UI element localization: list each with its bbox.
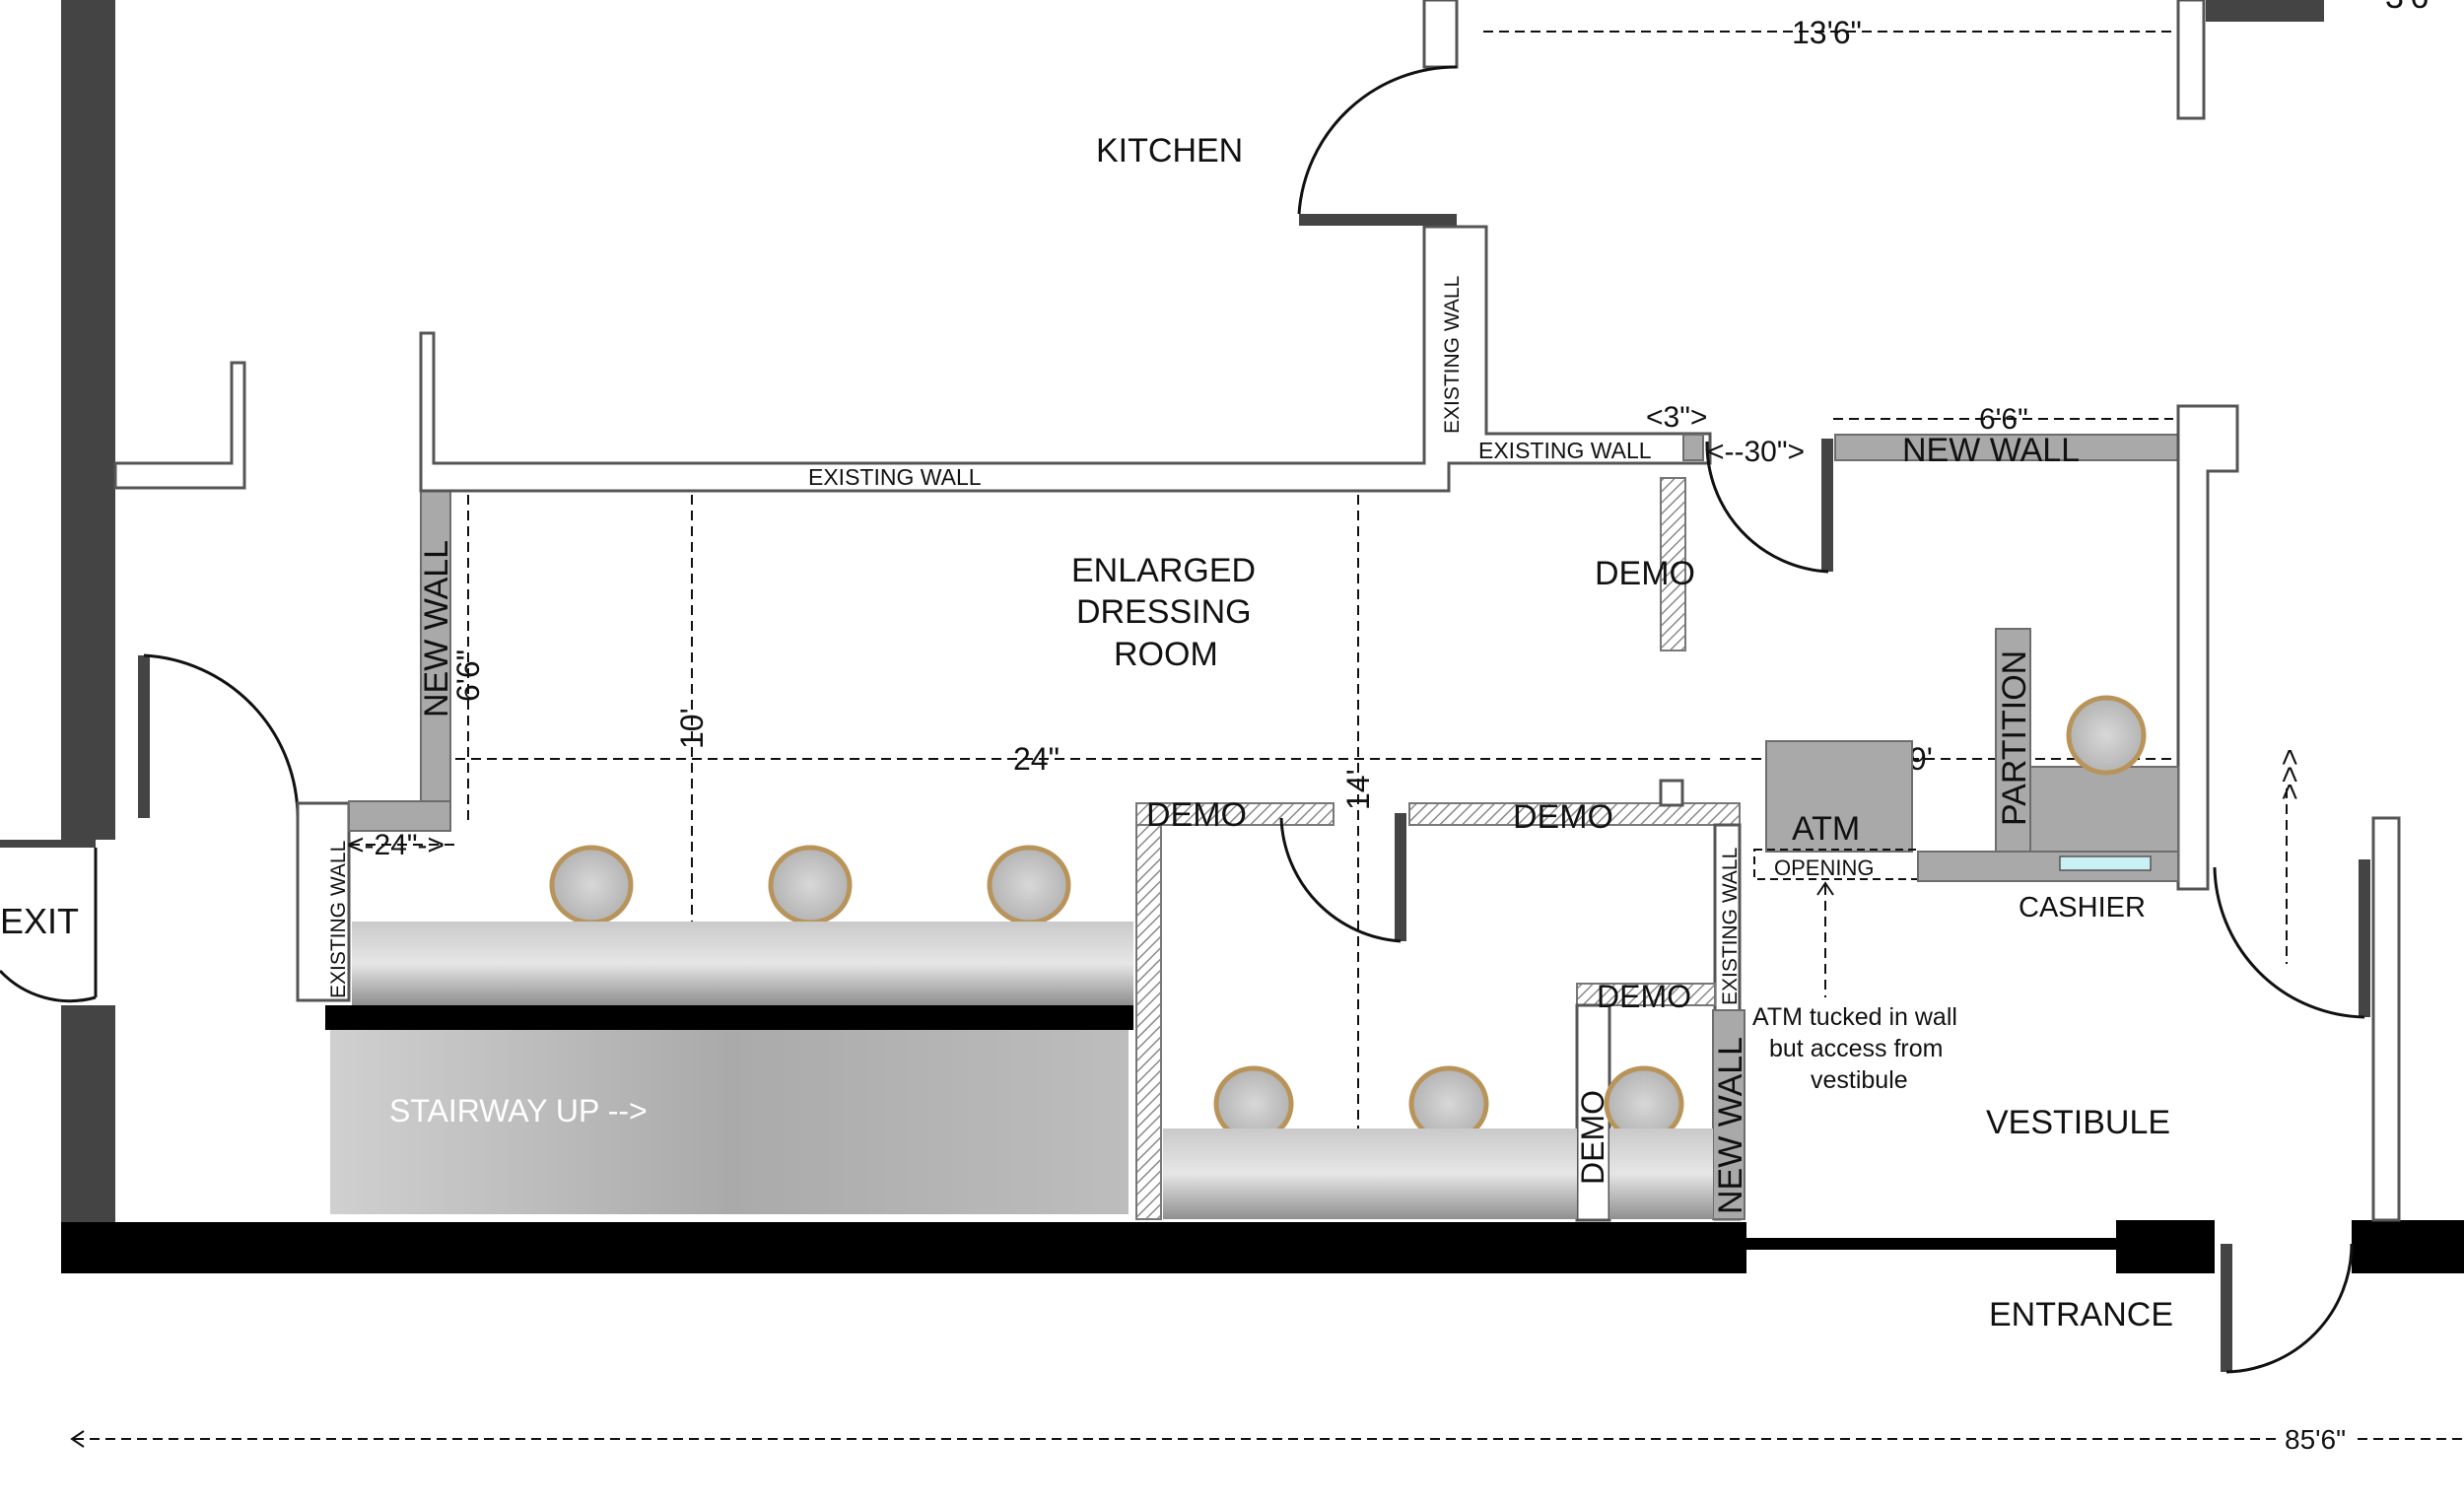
kitchen-door-leaf — [1299, 214, 1457, 226]
new-wall-label-right: NEW WALL — [1712, 1037, 1749, 1214]
demo-label-2: DEMO — [1513, 798, 1613, 836]
wall-stub-3in — [1682, 434, 1704, 461]
door-30in-leaf — [1821, 439, 1833, 572]
dim-30in: <--30"> — [1707, 436, 1805, 468]
dim-6-6-top: 6'6" — [1979, 403, 2028, 436]
stairway-label: STAIRWAY UP --> — [389, 1093, 648, 1128]
right-wall-vestibule — [2371, 816, 2401, 1222]
dim-arrow-up: >>> — [2274, 748, 2306, 800]
dim-14ft: 14' — [1340, 769, 1376, 810]
door-30in-swing — [1705, 441, 1829, 574]
existing-wall-label-right-vertical: EXISTING WALL — [1719, 848, 1742, 1005]
room-label-line1: ENLARGED — [1071, 552, 1256, 589]
dim-overall: 85'6" — [2285, 1424, 2346, 1455]
exterior-wall-bottom — [61, 1222, 1746, 1273]
demo-label-3: DEMO — [1597, 979, 1691, 1014]
partition — [1995, 628, 2031, 853]
demo-wall-top-right — [1408, 802, 1741, 826]
stairway — [330, 1030, 1129, 1214]
cashier-screen — [2059, 855, 2152, 871]
existing-wall-vertical-left — [296, 801, 351, 1002]
top-right-partial-label: 3'6 — [2385, 0, 2429, 16]
top-right-block — [2206, 0, 2324, 22]
demo-hatch-upper — [1660, 477, 1686, 651]
exterior-wall-left-upper — [61, 0, 115, 840]
entrance-pier-left — [2116, 1220, 2215, 1273]
dim-9ft: 9' — [1909, 741, 1933, 777]
atm-opening — [1753, 849, 1919, 880]
entrance-label: ENTRANCE — [1989, 1296, 2173, 1333]
atm-note-line3: vestibule — [1811, 1066, 1908, 1094]
storefront-line — [1746, 1238, 2116, 1250]
stool-1 — [549, 845, 634, 925]
bench-middle-right — [1609, 1128, 1713, 1219]
vestibule-label: VESTIBULE — [1986, 1104, 2170, 1141]
kitchen-door-swing — [1297, 65, 1458, 215]
dim-6-6-left: 6'6" — [450, 649, 486, 702]
atm-box — [1765, 740, 1913, 853]
atm-note-line1: ATM tucked in wall — [1752, 1003, 1957, 1031]
middle-door-swing — [1279, 817, 1402, 943]
new-wall-label-left: NEW WALL — [418, 540, 455, 718]
left-room-wall — [113, 361, 246, 490]
atm-note-line2: but access from — [1769, 1035, 1943, 1062]
exit-label: EXIT — [0, 901, 79, 941]
vestibule-door-swing — [2213, 866, 2365, 1019]
existing-wall-label-right: EXISTING WALL — [1478, 438, 1652, 463]
dim-13-6: 13'6" — [1792, 15, 1862, 50]
cashier-desk — [2029, 766, 2179, 853]
cashier-label: CASHIER — [2019, 892, 2146, 923]
left-door-swing — [143, 653, 300, 819]
new-wall-label-top: NEW WALL — [1902, 432, 2080, 469]
existing-wall-label-main: EXISTING WALL — [808, 464, 982, 490]
demo-label-1: DEMO — [1146, 796, 1247, 834]
room-label-line3: ROOM — [1114, 636, 1218, 673]
wall-stub-mid — [1659, 779, 1684, 807]
demo-wall-top-left — [1135, 802, 1335, 826]
stool-3 — [987, 845, 1071, 925]
demo-wall-left — [1135, 824, 1162, 1220]
left-door-leaf — [138, 655, 150, 818]
demo-wall-inner-top — [1576, 983, 1716, 1006]
kitchen-wall-top-right — [2176, 0, 2206, 120]
dim-10ft: 10' — [674, 708, 710, 749]
new-wall-right-vertical — [1712, 1009, 1745, 1220]
dim-24in-long: 24" — [1013, 741, 1060, 777]
demo-label-upper: DEMO — [1595, 555, 1695, 592]
entrance-door-leaf — [2221, 1244, 2232, 1372]
bench-left — [352, 922, 1133, 1005]
existing-wall-label-kitchen: EXISTING WALL — [1441, 276, 1464, 434]
exit-door-frame — [0, 840, 96, 848]
middle-door-leaf — [1395, 813, 1406, 941]
existing-wall-label-left: EXISTING WALL — [327, 841, 350, 998]
cashier-stool — [2066, 695, 2147, 776]
dim-3in: <3"> — [1646, 401, 1707, 434]
new-wall-left-horizontal — [348, 800, 451, 832]
kitchen-wall-pier — [1422, 0, 1459, 69]
bench-left-base — [325, 1005, 1133, 1030]
vestibule-door-leaf — [2359, 859, 2370, 1017]
bench-middle — [1163, 1128, 1577, 1219]
room-label-line2: DRESSING — [1076, 593, 1252, 631]
kitchen-label: KITCHEN — [1096, 132, 1243, 170]
atm-opening-label: OPENING — [1774, 855, 1874, 880]
dim-24in-short: <-24"-> — [347, 829, 445, 861]
right-wall-column — [2176, 404, 2239, 891]
exit-door-swing — [0, 969, 97, 1003]
partition-label: PARTITION — [1996, 650, 2033, 826]
atm-label: ATM — [1792, 810, 1860, 848]
stool-2 — [768, 845, 853, 925]
existing-wall-main — [419, 225, 1712, 493]
entrance-door-swing — [2225, 1243, 2354, 1374]
entrance-pier-right — [2352, 1220, 2464, 1273]
